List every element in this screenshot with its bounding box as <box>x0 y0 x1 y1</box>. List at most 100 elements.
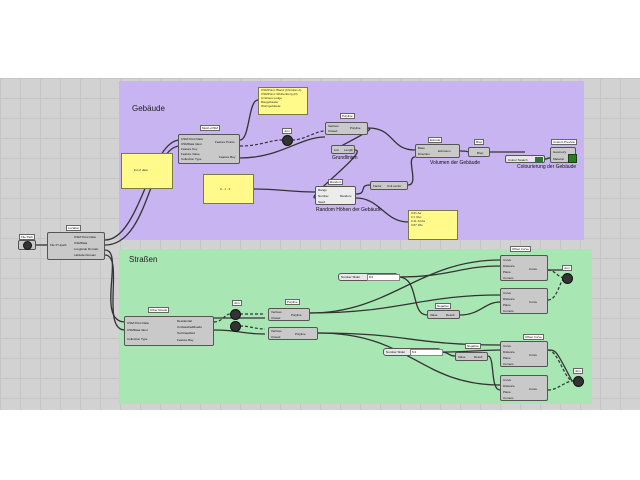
location-output-2[interactable]: Longitude Domain <box>74 247 99 251</box>
offset2-in-3[interactable]: Corners <box>503 309 514 313</box>
slider1-value[interactable]: 8.0 <box>367 274 400 281</box>
osm-buildings-component[interactable]: OSM Point Data OSMData Ident Feature Key… <box>178 134 240 164</box>
offset3-in-1[interactable]: Distance <box>503 350 515 354</box>
offset4-in-3[interactable]: Corners <box>503 396 514 400</box>
osm-roads-component[interactable]: OSM Point Data OSMData Ident Collection … <box>124 316 214 346</box>
panel-building-tags[interactable]: OSMPoint: Bland (Christian A) OSMPoint: … <box>258 87 308 115</box>
osm-roads-in-2[interactable]: Collection Type <box>127 337 148 341</box>
unit-vector-in[interactable]: Factor <box>373 184 382 188</box>
polyline1-component[interactable]: Vertices Closed Polyline <box>325 122 368 135</box>
osm-buildings-in-3[interactable]: Feature Value <box>181 152 200 156</box>
negative1-in[interactable]: Value <box>430 313 438 317</box>
osm-buildings-in-4[interactable]: Collection Type <box>181 157 202 161</box>
osm-buildings-out-1[interactable]: Feature Bay <box>219 155 236 159</box>
offset-curve4-component[interactable]: Curve Distance Plane Corners Curve <box>500 375 548 401</box>
polyline3-out[interactable]: Polyline <box>295 332 306 336</box>
custom-preview-in-0[interactable]: Geometry <box>553 150 567 154</box>
offset2-out[interactable]: Curve <box>529 300 538 304</box>
extrude-in-0[interactable]: Base <box>418 146 425 150</box>
offset1-in-3[interactable]: Corners <box>503 276 514 280</box>
location-output-1[interactable]: OSMData <box>74 241 88 245</box>
polyline1-in-0[interactable]: Vertices <box>328 124 339 128</box>
number-slider-1[interactable]: Number Slider 8.0 <box>338 273 400 281</box>
length-in[interactable]: List <box>334 148 339 152</box>
polyline2-component[interactable]: Vertices Closed Polyline <box>268 308 310 321</box>
random-in-1[interactable]: Number <box>318 194 329 198</box>
random-out[interactable]: Random <box>340 194 352 198</box>
polyline1-in-1[interactable]: Closed <box>328 129 338 133</box>
osm-buildings-out-0[interactable]: Feature Points <box>215 140 235 144</box>
osm-buildings-in-0[interactable]: OSM Point Data <box>181 137 203 141</box>
negative2-in[interactable]: Value <box>458 355 466 359</box>
offset4-in-0[interactable]: Curve <box>503 378 512 382</box>
random-in-0[interactable]: Range <box>318 188 327 192</box>
polyline3-in-1[interactable]: Closed <box>271 335 281 339</box>
offset3-out[interactable]: Curve <box>529 353 538 357</box>
panel-building-list[interactable]: list of data <box>121 153 173 189</box>
brep-component[interactable]: Brep <box>468 147 490 157</box>
location-input-file[interactable]: File P Upath <box>50 243 67 247</box>
offset2-in-1[interactable]: Distance <box>503 297 515 301</box>
offset1-in-1[interactable]: Distance <box>503 264 515 268</box>
extrude-out[interactable]: Extrusion <box>438 149 451 153</box>
unit-vector-out[interactable]: Unit vector <box>387 184 402 188</box>
osm-roads-out-2[interactable]: TertClassified <box>177 331 196 335</box>
osm-roads-out-1[interactable]: UnclassifiedRoads <box>177 325 202 329</box>
random-in-2[interactable]: Seed <box>318 200 326 204</box>
negative1-out[interactable]: Result <box>446 313 455 317</box>
offset2-in-2[interactable]: Plane <box>503 303 511 307</box>
random-component[interactable]: Range Number Seed Random <box>315 186 356 205</box>
offset1-in-0[interactable]: Curve <box>503 258 512 262</box>
file-path-component[interactable] <box>18 240 36 250</box>
osm-roads-in-0[interactable]: OSM Point Data <box>127 321 149 325</box>
osm-roads-out-3[interactable]: Feature Bay <box>177 338 194 342</box>
polyline2-out[interactable]: Polyline <box>291 313 302 317</box>
panel-height-list[interactable]: 0 - 1 - 3 <box>203 174 254 204</box>
location-output-3[interactable]: Latitude Domain <box>74 253 96 257</box>
polyline3-component[interactable]: Vertices Closed Polyline <box>268 327 318 340</box>
extrude-component[interactable]: Base Direction Extrusion <box>415 144 460 158</box>
negative2-out[interactable]: Result <box>474 355 483 359</box>
relay-dial-1[interactable] <box>282 135 293 146</box>
length-out[interactable]: Length <box>344 148 354 152</box>
offset-curve2-component[interactable]: Curve Distance Plane Corners Curve <box>500 288 548 314</box>
slider2-value[interactable]: 6.0 <box>410 349 443 356</box>
relay-dial-3[interactable] <box>230 321 241 332</box>
relay-dial-4[interactable] <box>562 273 573 284</box>
offset-curve3-component[interactable]: Curve Distance Plane Corners Curve <box>500 341 548 367</box>
offset4-out[interactable]: Curve <box>529 387 538 391</box>
osm-buildings-in-2[interactable]: Feature Key <box>181 147 198 151</box>
unit-vector-component[interactable]: Factor Unit vector <box>370 181 408 190</box>
negative2-component[interactable]: Value Result <box>455 352 488 361</box>
custom-preview-component[interactable]: Geometry Material <box>550 147 577 163</box>
osm-buildings-in-1[interactable]: OSMData Ident <box>181 142 202 146</box>
custom-preview-in-1[interactable]: Material <box>553 157 564 161</box>
offset3-in-0[interactable]: Curve <box>503 344 512 348</box>
offset4-in-2[interactable]: Plane <box>503 390 511 394</box>
colour-swatch-component[interactable]: Colour Swatch <box>505 155 545 163</box>
offset1-in-2[interactable]: Plane <box>503 270 511 274</box>
polyline1-out[interactable]: Polyline <box>350 126 361 130</box>
offset-curve1-component[interactable]: Curve Distance Plane Corners Curve <box>500 255 548 281</box>
polyline2-in-0[interactable]: Vertices <box>271 310 282 314</box>
offset1-out[interactable]: Curve <box>529 267 538 271</box>
offset2-in-0[interactable]: Curve <box>503 291 512 295</box>
negative1-component[interactable]: Value Result <box>427 310 460 319</box>
preview-icon <box>568 154 577 163</box>
offset3-in-3[interactable]: Corners <box>503 362 514 366</box>
location-output-0[interactable]: OSM Point Data <box>74 235 96 239</box>
offset4-in-1[interactable]: Distance <box>503 384 515 388</box>
number-slider-2[interactable]: Number Slider 6.0 <box>383 348 443 356</box>
panel-random-output[interactable]: 0.61 Aa 0.1 3Ao 0.11 Jd Aa 0.87 38o <box>408 210 458 240</box>
polyline2-in-1[interactable]: Closed <box>271 316 281 320</box>
offset3-in-2[interactable]: Plane <box>503 356 511 360</box>
location-component[interactable]: File P Upath OSM Point Data OSMData Long… <box>47 232 105 260</box>
polyline3-in-0[interactable]: Vertices <box>271 329 282 333</box>
extrude-in-1[interactable]: Direction <box>418 152 430 156</box>
osm-roads-in-1[interactable]: OSMData Ident <box>127 328 148 332</box>
relay-dial-2[interactable] <box>230 309 241 320</box>
relay-dial-5[interactable] <box>573 376 584 387</box>
osm-roads-out-0[interactable]: Residential <box>177 319 192 323</box>
length-component[interactable]: List Length <box>331 145 355 154</box>
